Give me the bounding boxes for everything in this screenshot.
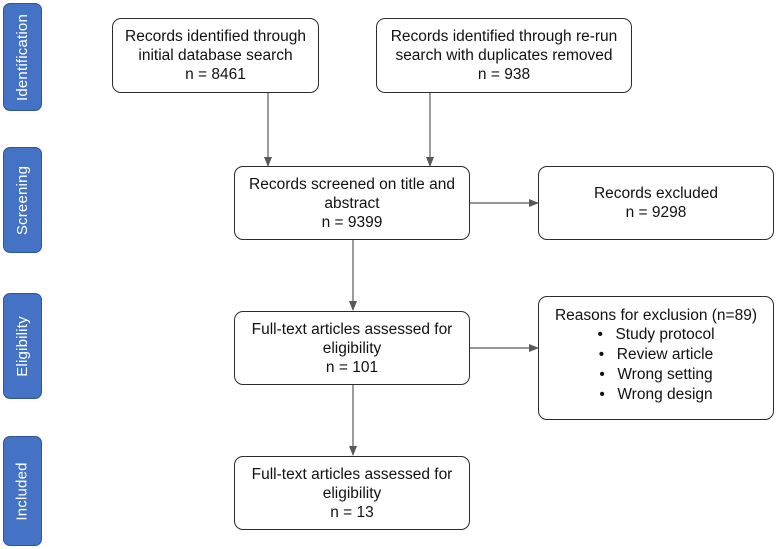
- fulltext-assessed-line2: eligibility: [322, 339, 382, 357]
- fulltext-assessed-line1: Full-text articles assessed for: [251, 320, 453, 338]
- initial-search-line1: Records identified through: [125, 28, 306, 45]
- rerun-search-line2: search with duplicates removed: [395, 47, 613, 64]
- screened-line2: abstract: [324, 194, 380, 212]
- box-fulltext-assessed: Full-text articles assessed for eligibil…: [234, 311, 470, 385]
- phase-eligibility: Eligibility: [3, 293, 42, 399]
- screened-line1: Records screened on title and: [249, 175, 455, 193]
- initial-search-count: n = 8461: [185, 66, 246, 83]
- box-rerun-search: Records identified through re-run search…: [376, 18, 632, 93]
- box-included: Full-text articles assessed for eligibil…: [234, 456, 470, 530]
- excluded-line1: Records excluded: [593, 185, 719, 202]
- excluded-count: n = 9298: [625, 204, 687, 221]
- phase-screening: Screening: [3, 147, 42, 253]
- phase-identification: Identification: [3, 3, 42, 111]
- phase-included: Included: [3, 436, 42, 546]
- rerun-search-line1: Records identified through re-run: [390, 28, 618, 45]
- initial-search-line2: initial database search: [138, 47, 293, 64]
- included-count: n = 13: [330, 503, 374, 521]
- reasons-list: Study protocol Review article Wrong sett…: [597, 325, 714, 405]
- reason-item: Wrong setting: [597, 365, 714, 385]
- box-screened: Records screened on title and abstract n…: [234, 166, 470, 240]
- reason-item: Wrong design: [597, 385, 714, 405]
- reasons-title: Reasons for exclusion (n=89): [554, 307, 758, 324]
- box-initial-search: Records identified through initial datab…: [112, 18, 319, 93]
- screened-count: n = 9399: [321, 213, 383, 231]
- box-excluded: Records excluded n = 9298: [538, 166, 774, 240]
- reason-item: Study protocol: [597, 325, 714, 345]
- rerun-search-count: n = 938: [477, 66, 531, 83]
- included-line1: Full-text articles assessed for: [251, 465, 453, 483]
- included-line2: eligibility: [322, 484, 382, 502]
- box-exclusion-reasons: Reasons for exclusion (n=89) Study proto…: [538, 296, 774, 420]
- reason-item: Review article: [597, 345, 714, 365]
- fulltext-assessed-count: n = 101: [325, 358, 379, 376]
